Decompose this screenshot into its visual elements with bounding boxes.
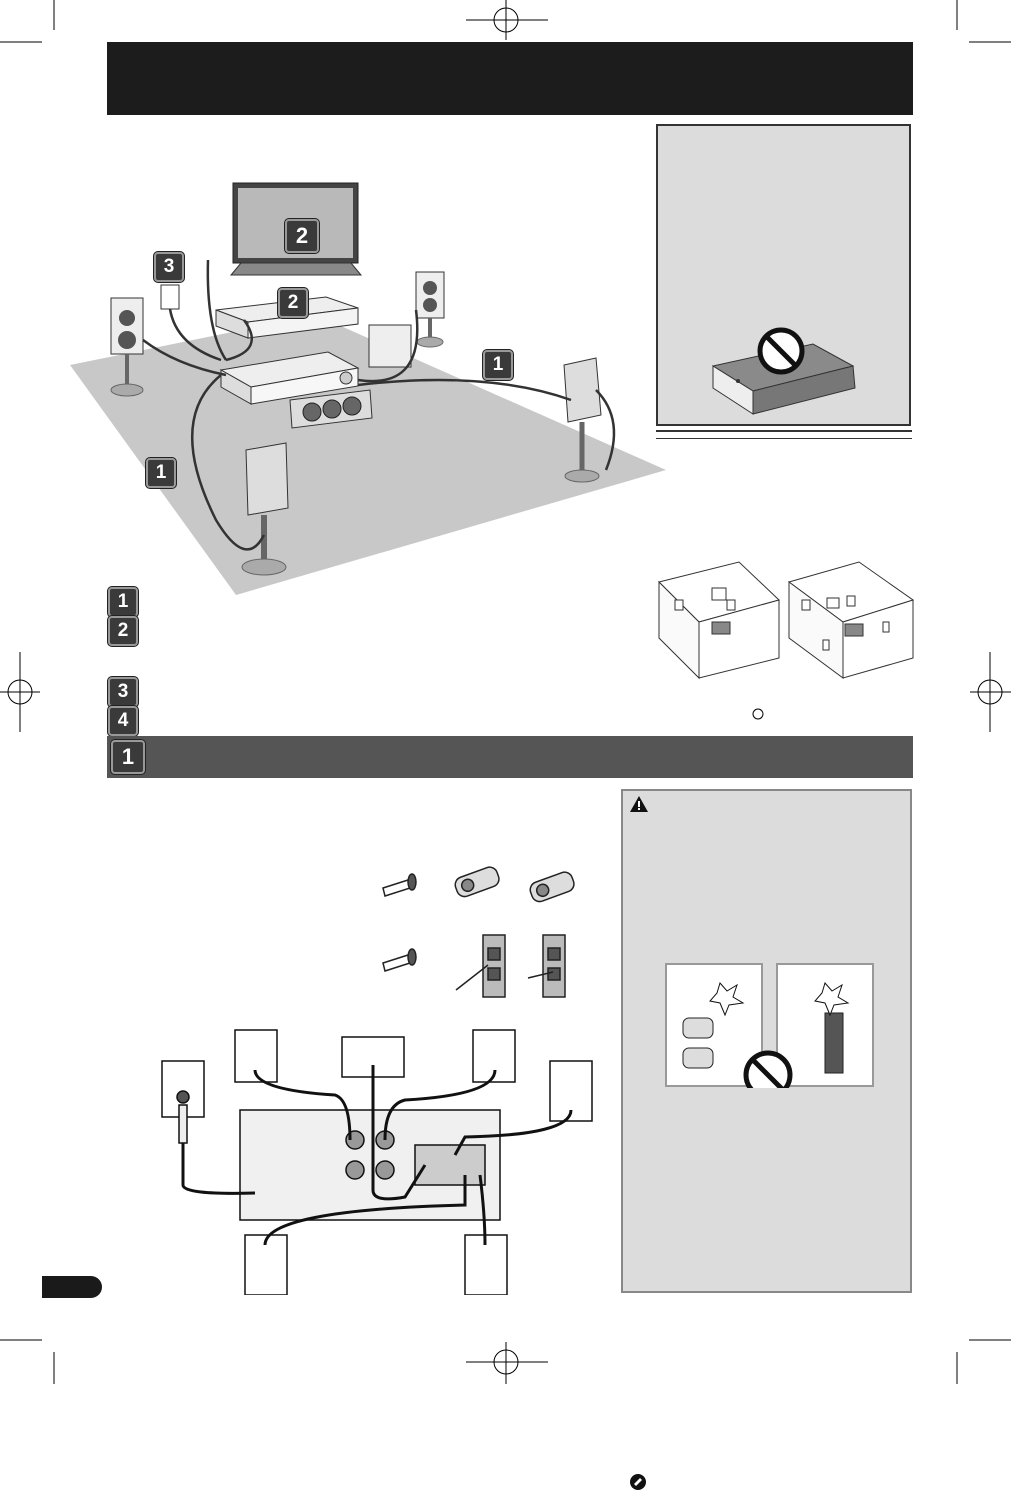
step-3-badge: 3 (108, 677, 138, 707)
ventilation-note-box (656, 124, 911, 426)
title-bar (107, 42, 913, 115)
system-overview-illustration (70, 182, 666, 595)
callout-3-outlet: 3 (154, 252, 184, 282)
section-bar: 1 (107, 736, 913, 778)
step-4-badge: 4 (108, 706, 138, 736)
note-icon (630, 1474, 646, 1490)
prohibited-icon (757, 327, 805, 375)
page-number-tab (42, 1276, 102, 1298)
short-circuit-illustration (665, 963, 874, 1088)
section-1-badge: 1 (111, 740, 145, 774)
step-1-badge: 1 (108, 587, 138, 617)
small-circle-icon (752, 708, 764, 720)
callout-1-right: 1 (483, 350, 513, 380)
note-divider (656, 430, 912, 439)
callout-2-tv: 2 (285, 219, 319, 253)
speaker-wiring-diagram (161, 1029, 593, 1295)
cable-preparation-illustration (382, 866, 575, 998)
callout-2-player: 2 (278, 288, 308, 318)
room-layout-illustrations (658, 561, 915, 680)
crop-marks (0, 0, 1011, 1384)
caution-box (621, 789, 912, 1490)
step-2-badge: 2 (108, 616, 138, 646)
warning-icon (630, 796, 648, 812)
callout-1-left: 1 (146, 458, 176, 488)
